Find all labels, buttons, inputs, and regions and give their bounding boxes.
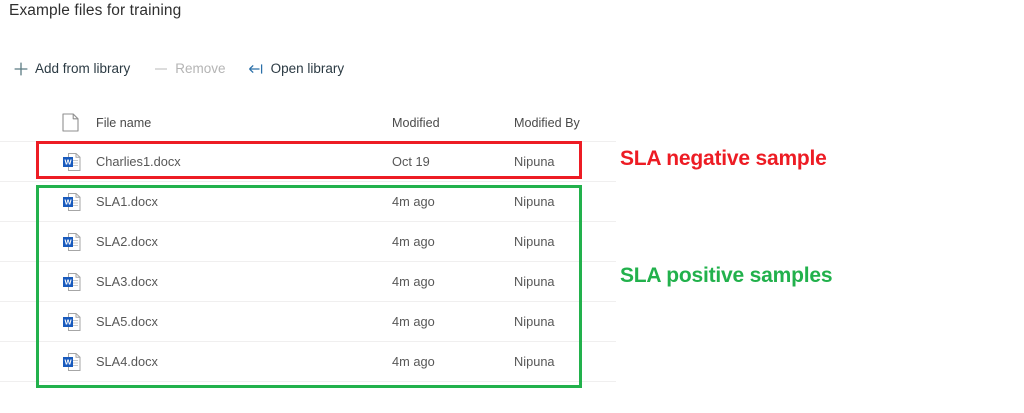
remove-button[interactable]: Remove: [152, 57, 233, 81]
file-icon-cell: W: [0, 152, 96, 172]
plus-icon: [12, 60, 30, 78]
file-modified-by: Nipuna: [514, 314, 555, 329]
open-library-arrow-icon: [248, 60, 266, 78]
file-name[interactable]: SLA5.docx: [96, 314, 158, 329]
svg-text:W: W: [64, 157, 72, 166]
negative-sample-annotation-label: SLA negative sample: [620, 147, 827, 170]
remove-label: Remove: [175, 61, 226, 77]
file-icon-cell: W: [0, 272, 96, 292]
file-modified-by: Nipuna: [514, 274, 555, 289]
open-library-label: Open library: [270, 61, 345, 77]
file-icon-cell: W: [0, 312, 96, 332]
file-modified: 4m ago: [392, 234, 435, 249]
svg-text:W: W: [64, 277, 72, 286]
word-doc-icon: W: [62, 312, 82, 332]
file-modified: 4m ago: [392, 194, 435, 209]
file-name[interactable]: SLA4.docx: [96, 354, 158, 369]
file-name[interactable]: SLA1.docx: [96, 194, 158, 209]
word-doc-icon: W: [62, 272, 82, 292]
header-icon-cell: [0, 113, 96, 132]
table-row[interactable]: W SLA5.docx 4m ago Nipuna: [0, 302, 616, 342]
file-name[interactable]: SLA3.docx: [96, 274, 158, 289]
file-modified-by: Nipuna: [514, 194, 555, 209]
table-row[interactable]: W SLA3.docx 4m ago Nipuna: [0, 262, 616, 302]
word-doc-icon: W: [62, 232, 82, 252]
file-modified: Oct 19: [392, 154, 430, 169]
positive-samples-annotation-label: SLA positive samples: [620, 264, 833, 287]
minus-icon: [152, 60, 170, 78]
file-icon-cell: W: [0, 232, 96, 252]
document-icon: [62, 113, 79, 132]
header-modified-by[interactable]: Modified By: [514, 115, 580, 130]
header-modified[interactable]: Modified: [392, 115, 440, 130]
svg-text:W: W: [64, 357, 72, 366]
table-row[interactable]: W SLA2.docx 4m ago Nipuna: [0, 222, 616, 262]
word-doc-icon: W: [62, 192, 82, 212]
file-modified-by: Nipuna: [514, 154, 555, 169]
file-modified: 4m ago: [392, 274, 435, 289]
word-doc-icon: W: [62, 152, 82, 172]
add-from-library-label: Add from library: [35, 61, 131, 77]
file-modified: 4m ago: [392, 354, 435, 369]
file-modified: 4m ago: [392, 314, 435, 329]
file-table: File name Modified Modified By W Charlie…: [0, 104, 616, 382]
svg-text:W: W: [64, 317, 72, 326]
file-modified-by: Nipuna: [514, 234, 555, 249]
table-row[interactable]: W SLA4.docx 4m ago Nipuna: [0, 342, 616, 382]
file-modified-by: Nipuna: [514, 354, 555, 369]
file-name[interactable]: Charlies1.docx: [96, 154, 181, 169]
table-row[interactable]: W Charlies1.docx Oct 19 Nipuna: [0, 142, 616, 182]
command-bar: Add from library Remove Open library: [12, 57, 366, 81]
table-header-row: File name Modified Modified By: [0, 104, 616, 142]
add-from-library-button[interactable]: Add from library: [12, 57, 138, 81]
svg-text:W: W: [64, 197, 72, 206]
file-icon-cell: W: [0, 192, 96, 212]
svg-text:W: W: [64, 237, 72, 246]
table-row[interactable]: W SLA1.docx 4m ago Nipuna: [0, 182, 616, 222]
open-library-button[interactable]: Open library: [248, 57, 353, 81]
file-name[interactable]: SLA2.docx: [96, 234, 158, 249]
page-title: Example files for training: [9, 2, 182, 19]
word-doc-icon: W: [62, 352, 82, 372]
header-file-name[interactable]: File name: [96, 115, 152, 130]
file-icon-cell: W: [0, 352, 96, 372]
